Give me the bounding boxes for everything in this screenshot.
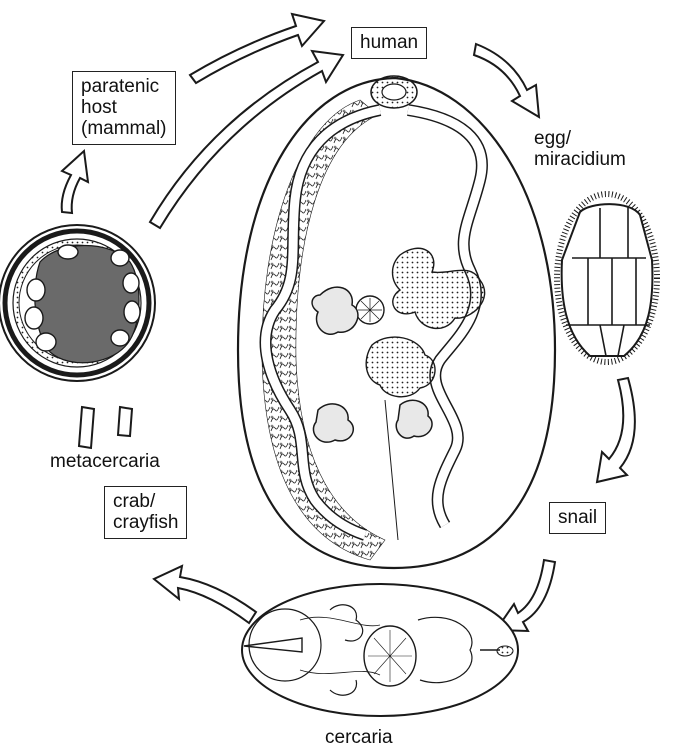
arrow-crab-to-cyst-right bbox=[116, 405, 134, 438]
label-mammal: (mammal) bbox=[81, 118, 167, 139]
arrow-snail-to-cercaria bbox=[494, 558, 557, 633]
cercaria-illustration bbox=[241, 583, 519, 717]
arrow-cyst-to-paratenic bbox=[60, 148, 90, 215]
label-miracidium: miracidium bbox=[534, 149, 626, 170]
label-egg: egg/ bbox=[534, 128, 571, 149]
label-host: host bbox=[81, 97, 117, 118]
arrow-crab-to-cyst-left bbox=[77, 405, 96, 450]
egg-illustration bbox=[554, 191, 660, 365]
arrow-egg-to-snail bbox=[595, 376, 636, 484]
arrow-cyst-to-human bbox=[148, 49, 345, 230]
label-crab: crab/ bbox=[113, 491, 156, 512]
label-human: human bbox=[351, 27, 428, 59]
label-paratenic: paratenic bbox=[81, 76, 160, 97]
arrow-human-to-egg bbox=[472, 42, 541, 119]
adult-fluke-illustration bbox=[236, 75, 557, 570]
label-metacercaria: metacercaria bbox=[50, 451, 160, 472]
label-crab-crayfish: crab/ crayfish bbox=[104, 486, 188, 539]
label-cercaria: cercaria bbox=[325, 727, 393, 748]
arrow-cercaria-to-crab bbox=[152, 564, 258, 625]
label-crayfish: crayfish bbox=[113, 512, 179, 533]
arrow-paratenic-to-human bbox=[188, 12, 326, 85]
metacercaria-cyst-illustration bbox=[0, 224, 156, 382]
label-paratenic-host: paratenic host (mammal) bbox=[72, 71, 176, 145]
label-snail: snail bbox=[549, 502, 607, 534]
label-egg-miracidium: egg/ miracidium bbox=[534, 128, 626, 170]
